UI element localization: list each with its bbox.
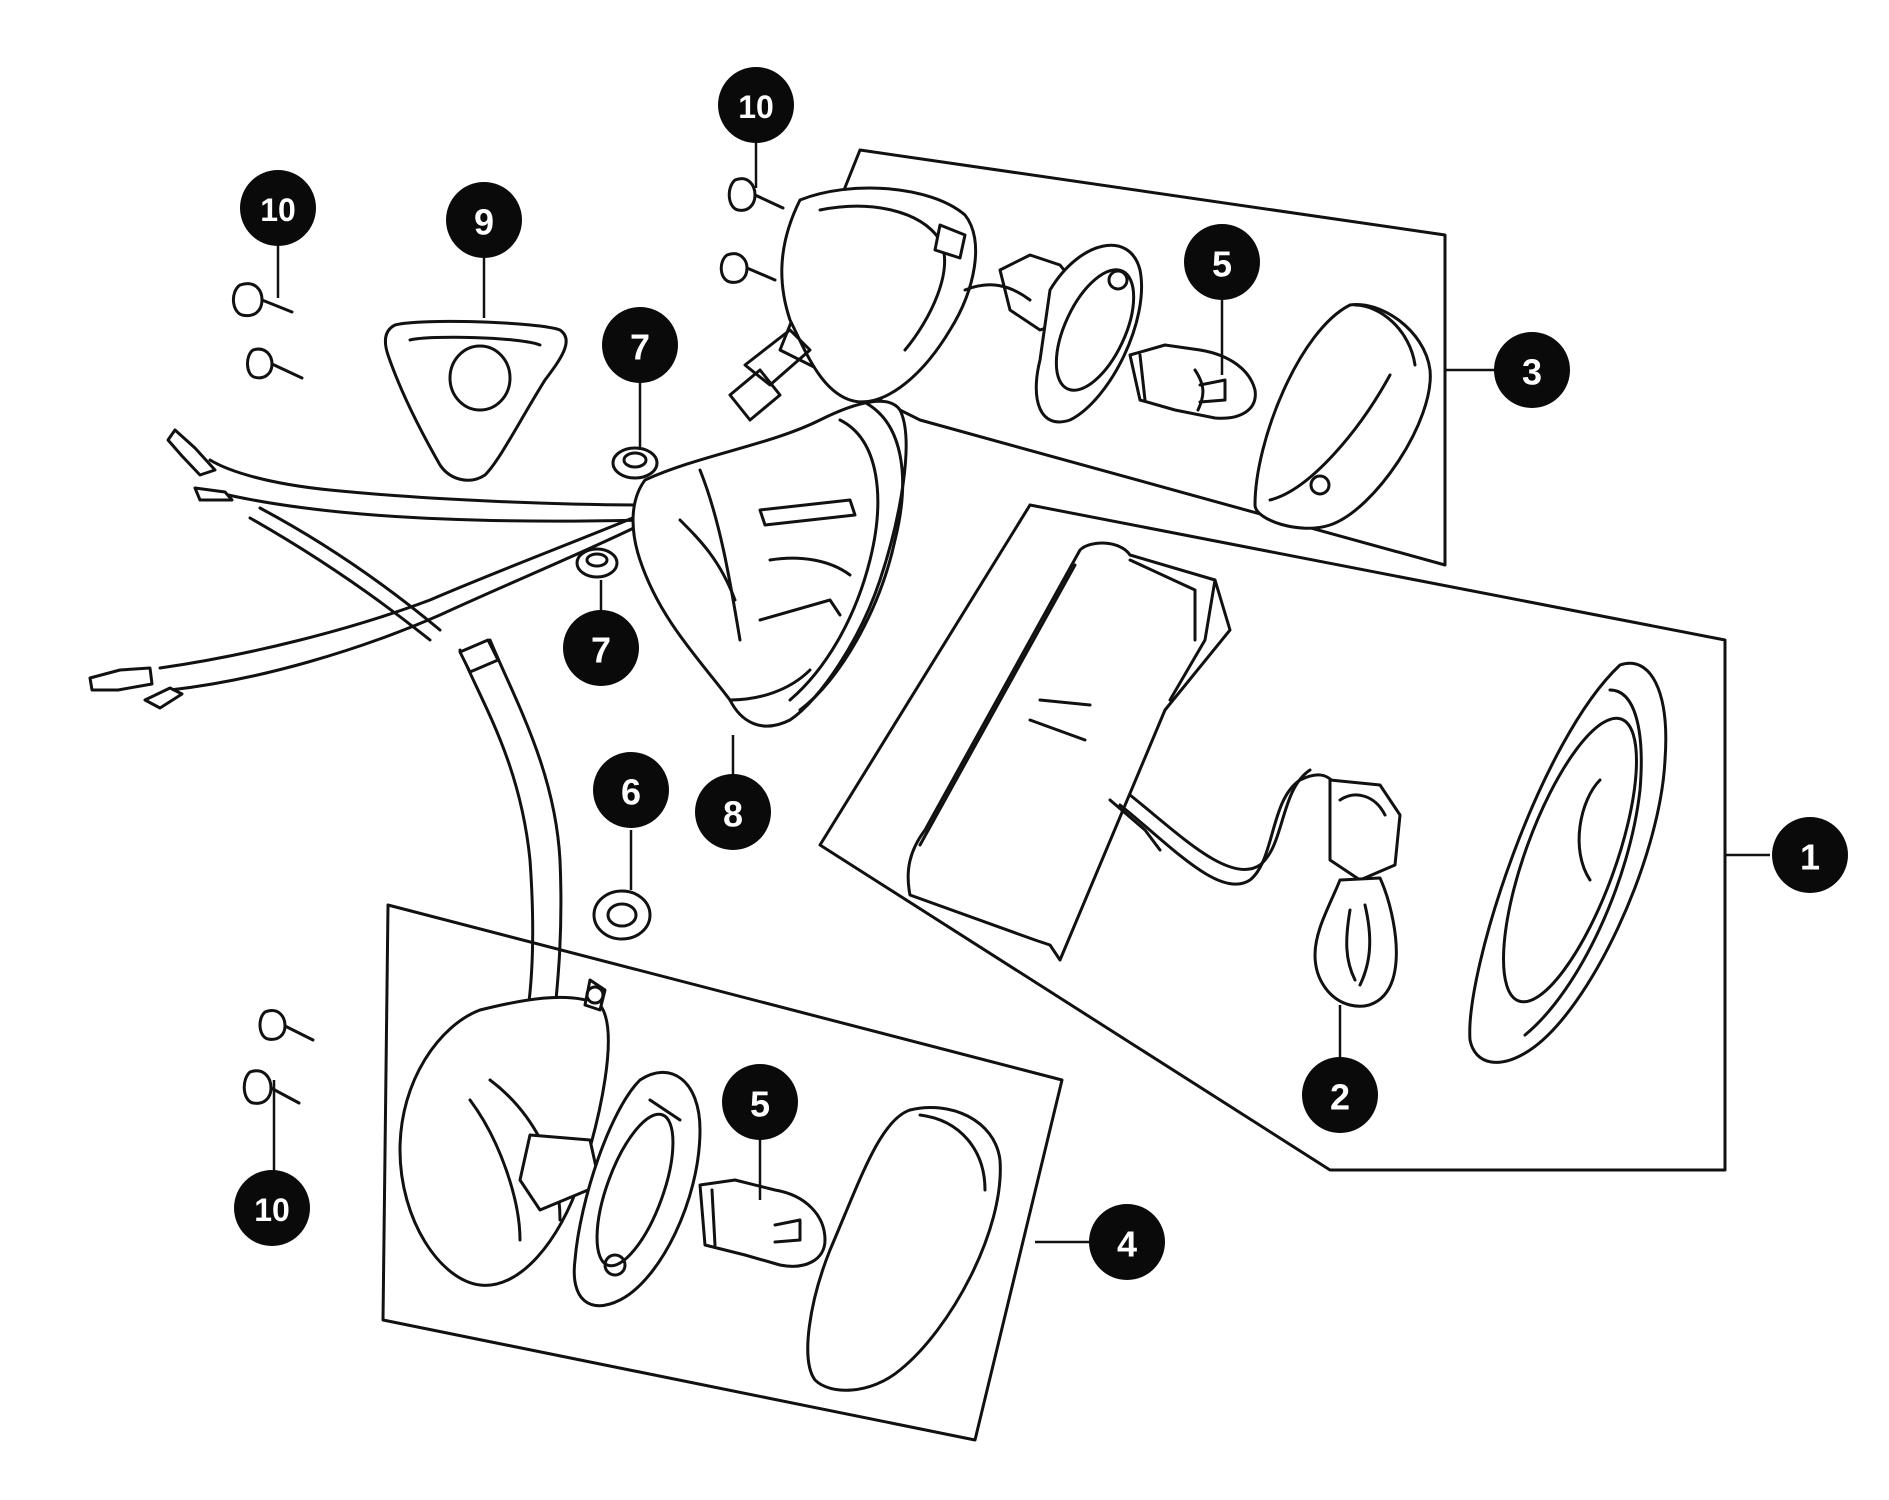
callout-10-upper-center-label: 10 bbox=[738, 89, 774, 125]
screws-upper-center bbox=[719, 177, 785, 284]
lower-turn-signal-assembly bbox=[398, 978, 702, 1308]
callout-4-label: 4 bbox=[1117, 1224, 1137, 1265]
callout-5-lower: 5 bbox=[722, 1064, 798, 1140]
callout-8-label: 8 bbox=[723, 794, 743, 835]
callout-10-upper-left-label: 10 bbox=[260, 192, 296, 228]
callout-7-lower-label: 7 bbox=[591, 630, 611, 671]
group-box-4 bbox=[381, 903, 1064, 1442]
mounting-housing bbox=[631, 398, 908, 728]
callout-7-lower: 7 bbox=[563, 610, 639, 686]
callout-6-label: 6 bbox=[621, 772, 641, 813]
leader-lines bbox=[272, 130, 1770, 1244]
callout-8: 8 bbox=[695, 774, 771, 850]
callout-10-lower-left-label: 10 bbox=[254, 1192, 290, 1228]
callout-5-lower-label: 5 bbox=[750, 1084, 770, 1125]
callout-2-label: 2 bbox=[1330, 1077, 1350, 1118]
grommet-lower bbox=[575, 547, 619, 579]
screws-lower-left bbox=[242, 1009, 315, 1105]
tail-light-housing bbox=[906, 541, 1232, 962]
callout-3: 3 bbox=[1494, 332, 1570, 408]
callout-5-upper: 5 bbox=[1184, 224, 1260, 300]
callout-10-upper-left: 10 bbox=[240, 170, 316, 246]
upper-lens bbox=[1253, 302, 1432, 530]
screws-upper-left bbox=[232, 282, 304, 380]
callout-7-upper: 7 bbox=[602, 307, 678, 383]
callout-2: 2 bbox=[1302, 1057, 1378, 1133]
tail-light-lens bbox=[1468, 661, 1668, 1064]
callout-9: 9 bbox=[446, 182, 522, 258]
tail-light-socket bbox=[1118, 768, 1402, 886]
nut bbox=[592, 889, 652, 941]
bracket-plate bbox=[383, 319, 568, 482]
callout-1-label: 1 bbox=[1800, 837, 1820, 878]
grommet-upper bbox=[611, 446, 659, 480]
callout-1: 1 bbox=[1772, 817, 1848, 893]
callout-5-upper-label: 5 bbox=[1212, 244, 1232, 285]
bulb-lower bbox=[698, 1178, 827, 1268]
lower-lens bbox=[806, 1105, 1002, 1392]
wiring-harness bbox=[88, 428, 647, 1012]
bulb-upper bbox=[1128, 343, 1257, 420]
callout-6: 6 bbox=[593, 752, 669, 828]
callout-10-upper-center: 10 bbox=[718, 67, 794, 143]
callout-10-lower-left: 10 bbox=[234, 1170, 310, 1246]
tail-light-bulb bbox=[1313, 876, 1398, 1008]
upper-turn-signal-assembly bbox=[728, 186, 1143, 424]
callout-9-label: 9 bbox=[474, 202, 494, 243]
callout-3-label: 3 bbox=[1522, 352, 1542, 393]
callout-7-upper-label: 7 bbox=[630, 327, 650, 368]
callout-4: 4 bbox=[1089, 1204, 1165, 1280]
group-box-1 bbox=[818, 503, 1727, 1172]
